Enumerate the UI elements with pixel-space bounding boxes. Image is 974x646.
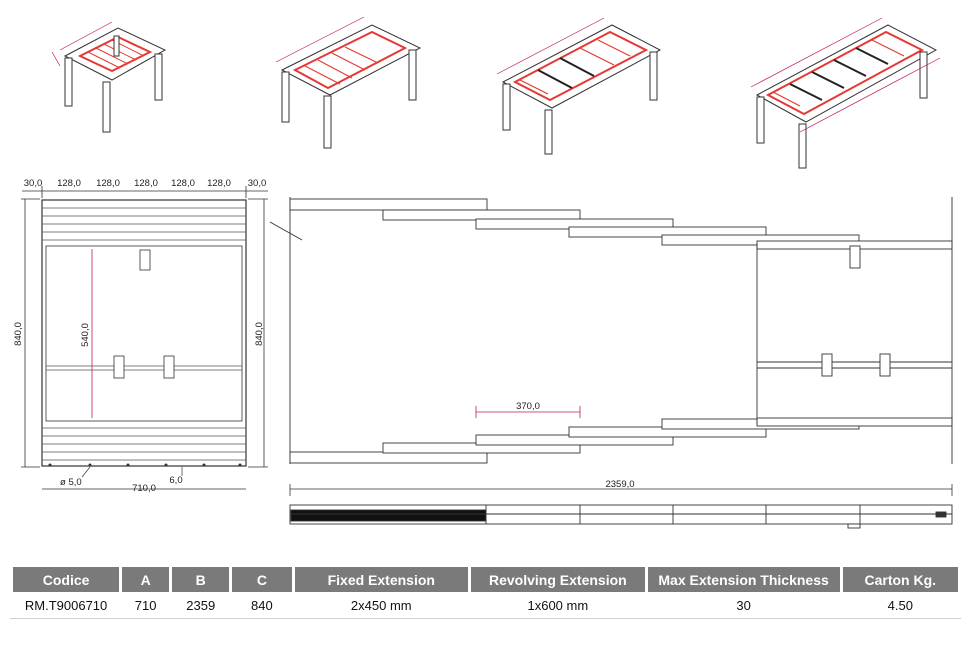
header-revolving-extension: Revolving Extension xyxy=(471,567,645,592)
header-b: B xyxy=(172,567,230,592)
spec-table: Codice A B C Fixed Extension Revolving E… xyxy=(10,567,961,618)
cell-fixed-extension: 2x450 mm xyxy=(350,597,412,613)
table-iso-fully-extended xyxy=(750,17,941,169)
dim-extension-step: 370,0 xyxy=(516,401,540,412)
header-max-extension-thickness: Max Extension Thickness xyxy=(647,567,840,592)
cell-revolving-extension: 1x600 mm xyxy=(527,597,589,613)
table-iso-extension-1 xyxy=(275,16,422,149)
dim-hole-diameter: ø 5,0 xyxy=(60,477,82,488)
technical-drawing: 30,0 128,0 128,0 128,0 128,0 128,0 30,0 … xyxy=(13,16,953,529)
front-elevation xyxy=(21,186,268,490)
cell-a: 710 xyxy=(134,597,157,613)
dim-height-right: 840,0 xyxy=(254,322,265,346)
dim-width: 710,0 xyxy=(132,483,156,494)
table-iso-closed xyxy=(51,21,167,133)
dim-hole-offset: 6,0 xyxy=(169,475,182,486)
bottom-elevation xyxy=(289,504,953,529)
header-fixed-extension: Fixed Extension xyxy=(294,567,469,592)
cell-b: 2359 xyxy=(186,597,216,613)
dim-height-left: 840,0 xyxy=(13,322,24,346)
header-codice: Codice xyxy=(13,567,120,592)
cell-carton-kg: 4.50 xyxy=(887,597,913,613)
cell-max-extension-thickness: 30 xyxy=(736,597,751,613)
top-dimension-labels: 30,0 128,0 128,0 128,0 128,0 128,0 30,0 xyxy=(24,178,267,189)
dim-segment-2: 128,0 xyxy=(57,178,81,189)
dim-total-length: 2359,0 xyxy=(605,479,634,490)
side-plan-extended xyxy=(269,197,953,496)
table-divider xyxy=(10,618,961,619)
table-row: RM.T9006710 710 2359 840 2x450 mm 1x600 … xyxy=(13,592,958,618)
header-carton-kg: Carton Kg. xyxy=(842,567,958,592)
table-iso-extension-2 xyxy=(496,17,662,155)
dim-segment-5: 128,0 xyxy=(171,178,195,189)
dim-segment-7: 30,0 xyxy=(248,178,267,189)
dim-segment-6: 128,0 xyxy=(207,178,231,189)
header-c: C xyxy=(232,567,292,592)
dim-segment-4: 128,0 xyxy=(134,178,158,189)
cell-codice: RM.T9006710 xyxy=(24,597,108,613)
dim-segment-1: 30,0 xyxy=(24,178,43,189)
dim-segment-3: 128,0 xyxy=(96,178,120,189)
dim-inner-height: 540,0 xyxy=(80,323,91,347)
spec-table-header-row: Codice A B C Fixed Extension Revolving E… xyxy=(13,567,958,592)
cell-c: 840 xyxy=(251,597,273,613)
header-a: A xyxy=(122,567,170,592)
